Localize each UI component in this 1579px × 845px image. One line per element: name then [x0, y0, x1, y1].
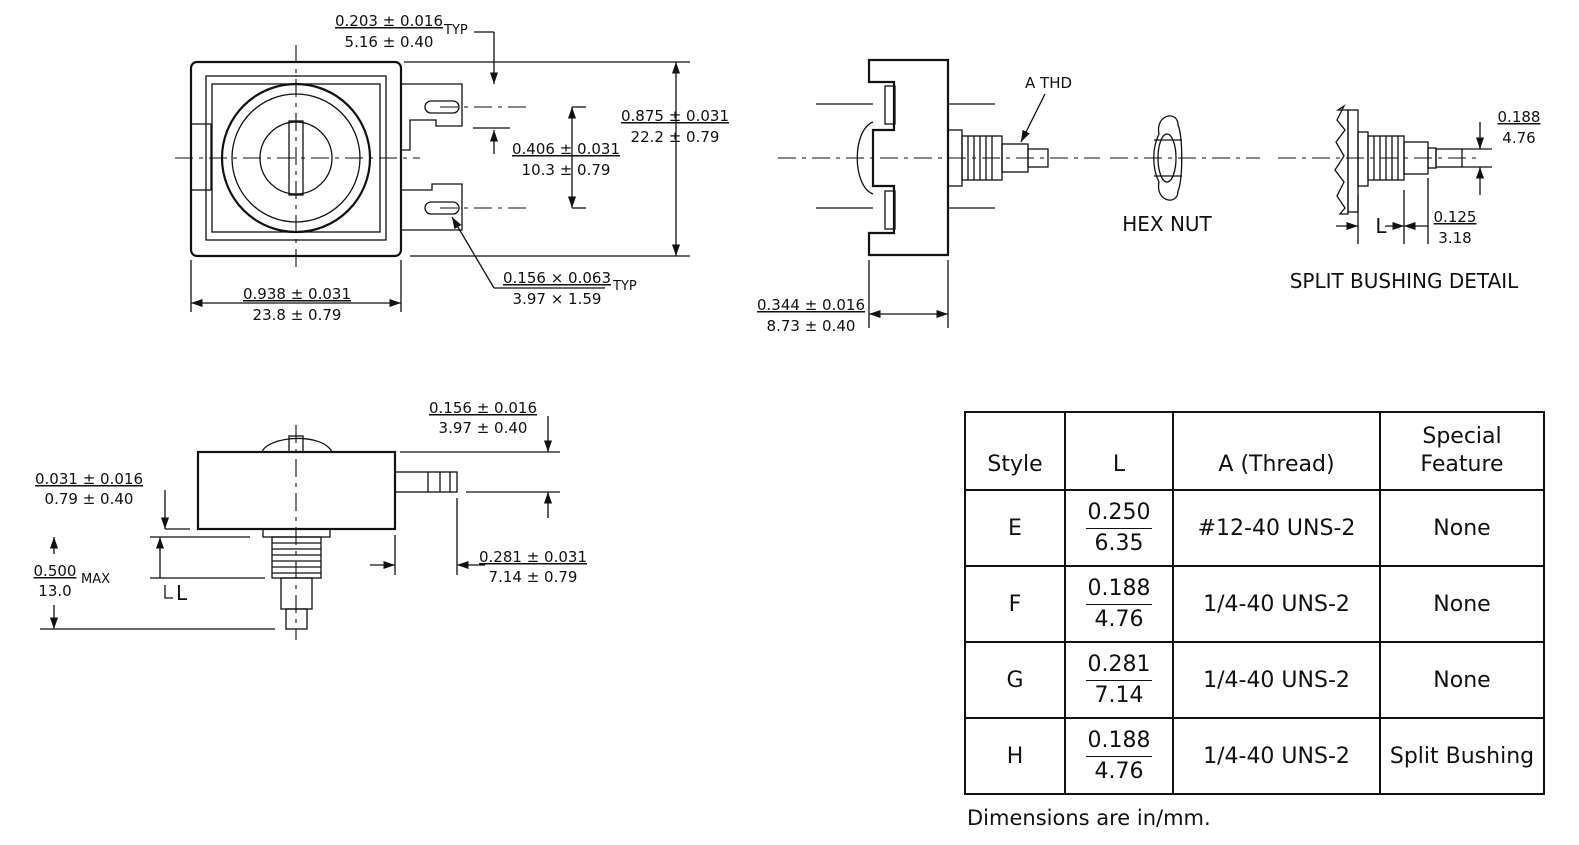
cell-feature: None [1379, 641, 1545, 719]
cell-style: H [964, 717, 1066, 795]
cell-l-mm: 7.14 [1094, 682, 1144, 708]
detail-title: SPLIT BUSHING DETAIL [1290, 269, 1519, 293]
dim-flange-mm: 0.79 ± 0.40 [45, 490, 134, 508]
cell-style: G [964, 641, 1066, 719]
cell-style: F [964, 565, 1066, 643]
bottom-terminal [394, 471, 458, 493]
break-edge [1334, 104, 1349, 215]
terminal-lower [401, 183, 463, 231]
cell-l-in: 0.250 [1085, 498, 1153, 529]
header-special-line2: Feature [1420, 452, 1504, 477]
table-header-row: Style L A (Thread) Special Feature [964, 411, 1545, 491]
dim-flange-in: 0.031 ± 0.016 [35, 470, 143, 488]
dim-slot-width-in: 0.188 [1498, 108, 1541, 126]
detail-l-label: L [1375, 214, 1387, 238]
cell-thread: 1/4-40 UNS-2 [1172, 717, 1381, 795]
dim-terminal-top-in: 0.156 ± 0.016 [429, 399, 537, 417]
header-special-feature: Special Feature [1379, 411, 1545, 491]
cell-feature: None [1379, 565, 1545, 643]
split-bushing-detail: 0.188 4.76 L 0.125 3.18 SPLIT BUSHING DE… [1278, 104, 1541, 293]
header-style: Style [964, 411, 1066, 491]
dim-slot-suffix: TYP [612, 279, 637, 294]
dim-typ-top-in: 0.203 ± 0.016 [335, 12, 443, 30]
cell-l-in: 0.281 [1085, 650, 1153, 681]
dim-slot-mm: 3.97 × 1.59 [513, 290, 602, 308]
dim-terminal-spacing-in: 0.406 ± 0.031 [512, 140, 620, 158]
dim-height-in: 0.875 ± 0.031 [621, 107, 729, 125]
dim-slot-depth-mm: 3.18 [1438, 229, 1471, 247]
dim-max-suffix: MAX [81, 572, 110, 587]
cell-thread: 1/4-40 UNS-2 [1172, 565, 1381, 643]
cell-thread: #12-40 UNS-2 [1172, 489, 1381, 567]
dim-width-mm: 23.8 ± 0.79 [253, 306, 342, 324]
cell-l-mm: 6.35 [1094, 530, 1144, 556]
dim-depth-in: 0.344 ± 0.016 [757, 296, 865, 314]
cell-l-mm: 4.76 [1094, 758, 1144, 784]
cell-l-in: 0.188 [1085, 726, 1153, 757]
bottom-l-label: L [176, 581, 188, 605]
thread-label: A THD [1025, 74, 1072, 92]
dim-height-mm: 22.2 ± 0.79 [631, 128, 720, 146]
dim-slot-width-mm: 4.76 [1502, 129, 1535, 147]
front-view: 0.203 ± 0.016 5.16 ± 0.40 TYP 0.875 ± 0.… [175, 12, 729, 324]
dim-max-in: 0.500 [34, 562, 77, 580]
hex-nut-label: HEX NUT [1122, 212, 1212, 236]
cell-feature: Split Bushing [1379, 717, 1545, 795]
dim-offset-in: 0.281 ± 0.031 [479, 548, 587, 566]
cell-l-mm: 4.76 [1094, 606, 1144, 632]
dim-typ-top-suffix: TYP [443, 23, 468, 38]
units-note: Dimensions are in/mm. [967, 806, 1211, 830]
cell-style: E [964, 489, 1066, 567]
cell-thread: 1/4-40 UNS-2 [1172, 641, 1381, 719]
terminal-upper [401, 83, 463, 151]
dim-typ-top-mm: 5.16 ± 0.40 [345, 33, 434, 51]
style-table: Style L A (Thread) Special Feature E 0.2… [964, 411, 1545, 795]
dim-depth-mm: 8.73 ± 0.40 [767, 317, 856, 335]
side-view: A THD 0.344 ± 0.016 8.73 ± 0.40 [757, 58, 1100, 335]
cell-feature: None [1379, 489, 1545, 567]
dim-slot-depth-in: 0.125 [1434, 208, 1477, 226]
dim-slot-in: 0.156 × 0.063 [503, 269, 611, 287]
dim-max-mm: 13.0 [38, 582, 71, 600]
cell-l-in: 0.188 [1085, 574, 1153, 605]
header-l: L [1064, 411, 1174, 491]
hex-nut: HEX NUT [1110, 115, 1260, 236]
dim-terminal-spacing-mm: 10.3 ± 0.79 [522, 161, 611, 179]
dim-width-in: 0.938 ± 0.031 [243, 285, 351, 303]
side-housing [867, 58, 950, 257]
header-thread: A (Thread) [1172, 411, 1381, 491]
bottom-view: 0.156 ± 0.016 3.97 ± 0.40 0.031 ± 0.016 … [34, 399, 587, 640]
dim-terminal-top-mm: 3.97 ± 0.40 [439, 419, 528, 437]
header-special-line1: Special [1422, 424, 1502, 449]
dim-offset-mm: 7.14 ± 0.79 [489, 568, 578, 586]
